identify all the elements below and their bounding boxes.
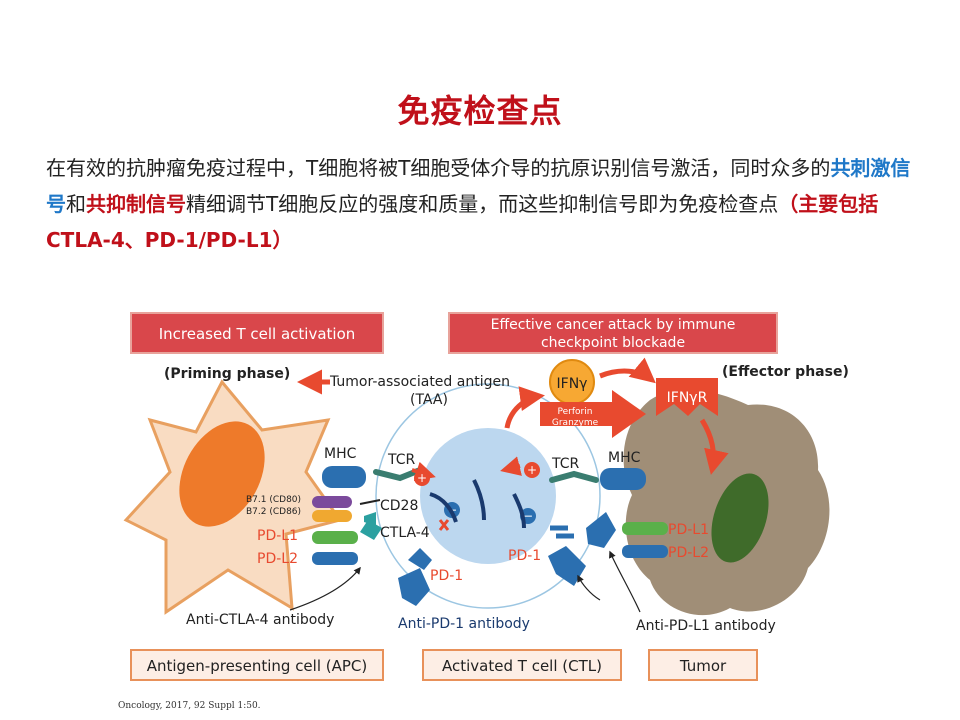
mhc-right xyxy=(600,468,646,490)
ctl-label: Activated T cell (CTL) xyxy=(442,657,602,675)
perforin-granzyme-arrow xyxy=(540,390,646,438)
mhc-right-label: MHC xyxy=(608,450,641,466)
anti-pdl1-antibody-icon xyxy=(586,512,616,548)
apc-nucleus xyxy=(179,421,265,527)
pdl2-right-label: PD-L2 xyxy=(668,545,709,561)
cd28-label: CD28 xyxy=(380,498,418,514)
taa-label-line2: (TAA) xyxy=(410,392,448,408)
anti-pd1-antibody-right-icon xyxy=(548,546,586,586)
slide-title: 免疫检查点 xyxy=(397,92,563,130)
paragraph-text-3: 精细调节T细胞反应的强度和质量，而这些抑制信号即为免疫检查点 xyxy=(186,192,779,216)
apc-label: Antigen-presenting cell (APC) xyxy=(147,657,368,675)
label-box-apc: Antigen-presenting cell (APC) xyxy=(130,649,384,681)
ifnr-label: IFNγR xyxy=(667,390,708,406)
granzyme-label: Granzyme xyxy=(552,418,599,428)
tumor-label: Tumor xyxy=(679,657,727,675)
pdl2-left-label: PD-L2 xyxy=(257,551,298,567)
highlight-costimulatory: 共刺激信号 xyxy=(46,156,911,216)
ctla4-label: CTLA-4 xyxy=(380,525,430,541)
plus-right xyxy=(524,462,540,478)
citation: Oncology, 2017, 92 Suppl 1:50. xyxy=(118,701,261,711)
paragraph-text-2: 和 xyxy=(66,192,86,216)
b71-label: B7.1 (CD80) xyxy=(246,495,301,505)
ifn-label: IFNγ xyxy=(557,376,588,392)
body-paragraph: 在有效的抗肿瘤免疫过程中，T细胞将被T细胞受体介导的抗原识别信号激活，同时众多的… xyxy=(46,150,916,258)
banner-right-line1: Effective cancer attack by immune xyxy=(491,317,736,333)
tcell-body xyxy=(420,428,556,564)
paragraph-text-1: 在有效的抗肿瘤免疫过程中，T细胞将被T细胞受体介导的抗原识别信号激活，同时众多的 xyxy=(46,156,831,180)
tcell-outer-ring xyxy=(375,383,601,609)
banner-left-text: Increased T cell activation xyxy=(159,325,356,343)
pdl1-right-label: PD-L1 xyxy=(668,522,709,538)
mhc-left-label: MHC xyxy=(324,446,357,462)
effector-phase-label: (Effector phase) xyxy=(722,364,849,380)
banner-effective-attack: Effective cancer attack by immune checkp… xyxy=(448,312,778,354)
pd1-inner-label: PD-1 xyxy=(430,568,463,584)
perforin-label: Perforin xyxy=(558,407,593,417)
ifngr-receptor xyxy=(656,378,718,416)
label-box-tumor: Tumor xyxy=(648,649,758,681)
banner-right-line2: checkpoint blockade xyxy=(541,335,685,351)
highlight-checkpoints: （主要包括CTLA-4、PD-1/PD-L1） xyxy=(46,192,879,252)
svg-text:+: + xyxy=(417,471,427,485)
taa-label-line1: Tumor-associated antigen xyxy=(329,374,510,390)
highlight-coinhibitory: 共抑制信号 xyxy=(86,192,186,216)
anti-ctla4-antibody-icon xyxy=(360,520,382,540)
svg-text:+: + xyxy=(527,463,537,477)
tcr-right-label: TCR xyxy=(551,456,580,472)
pdl1-left-label: PD-L1 xyxy=(257,528,298,544)
anti-ctla4-label: Anti-CTLA-4 antibody xyxy=(186,612,334,628)
b72-label: B7.2 (CD86) xyxy=(246,507,301,517)
anti-pd1-label: Anti-PD-1 antibody xyxy=(398,616,530,632)
tcr-left-label: TCR xyxy=(387,452,416,468)
label-box-ctl: Activated T cell (CTL) xyxy=(422,649,622,681)
anti-pdl1-label: Anti-PD-L1 antibody xyxy=(636,618,776,634)
anti-pd1-antibody-left-icon xyxy=(398,568,430,606)
priming-phase-label: (Priming phase) xyxy=(164,366,290,382)
banner-increased-activation: Increased T cell activation xyxy=(130,312,384,354)
pd1-right-label: PD-1 xyxy=(508,548,541,564)
plus-left xyxy=(414,470,430,486)
svg-text:−: − xyxy=(523,509,533,523)
tumor-nucleus xyxy=(711,473,769,563)
mhc-left xyxy=(322,466,366,488)
